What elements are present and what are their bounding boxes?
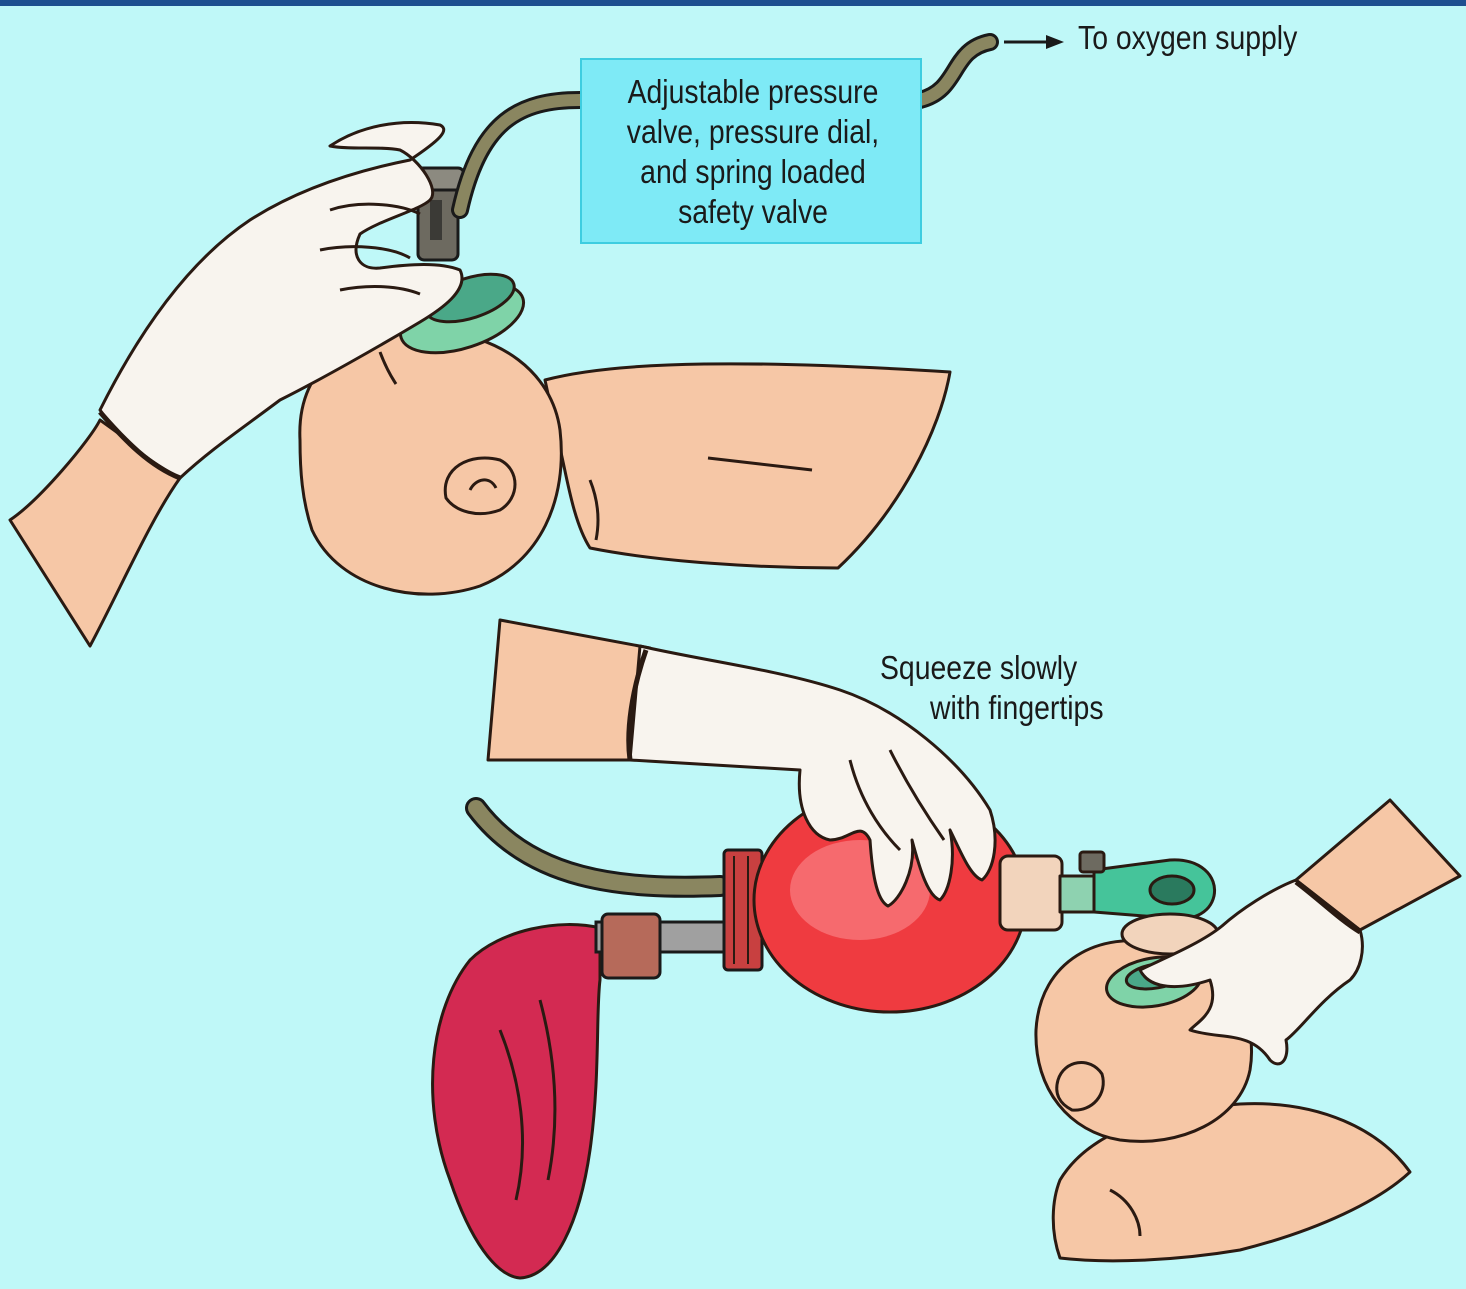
infant-body-top <box>300 330 950 594</box>
oxygen-tube-bottom <box>476 808 720 887</box>
valve-callout-box: Adjustable pressure valve, pressure dial… <box>580 58 922 244</box>
valve-callout-line-1: Adjustable pressure <box>606 72 900 112</box>
oxygen-arrow <box>1004 35 1064 49</box>
squeeze-label-line-1: Squeeze slowly <box>880 648 1077 688</box>
reservoir-valve <box>596 850 762 978</box>
oxygen-reservoir-bag <box>433 925 600 1278</box>
valve-callout-line-3: and spring loaded <box>606 152 900 192</box>
squeeze-label-line-2: with fingertips <box>930 688 1104 728</box>
top-border <box>0 0 1466 6</box>
valve-callout-line-2: valve, pressure dial, <box>606 112 900 152</box>
valve-callout-text: Adjustable pressure valve, pressure dial… <box>582 72 924 232</box>
oxygen-supply-label: To oxygen supply <box>1078 18 1297 58</box>
bag-connector <box>1000 852 1218 954</box>
valve-callout-line-4: safety valve <box>606 192 900 232</box>
